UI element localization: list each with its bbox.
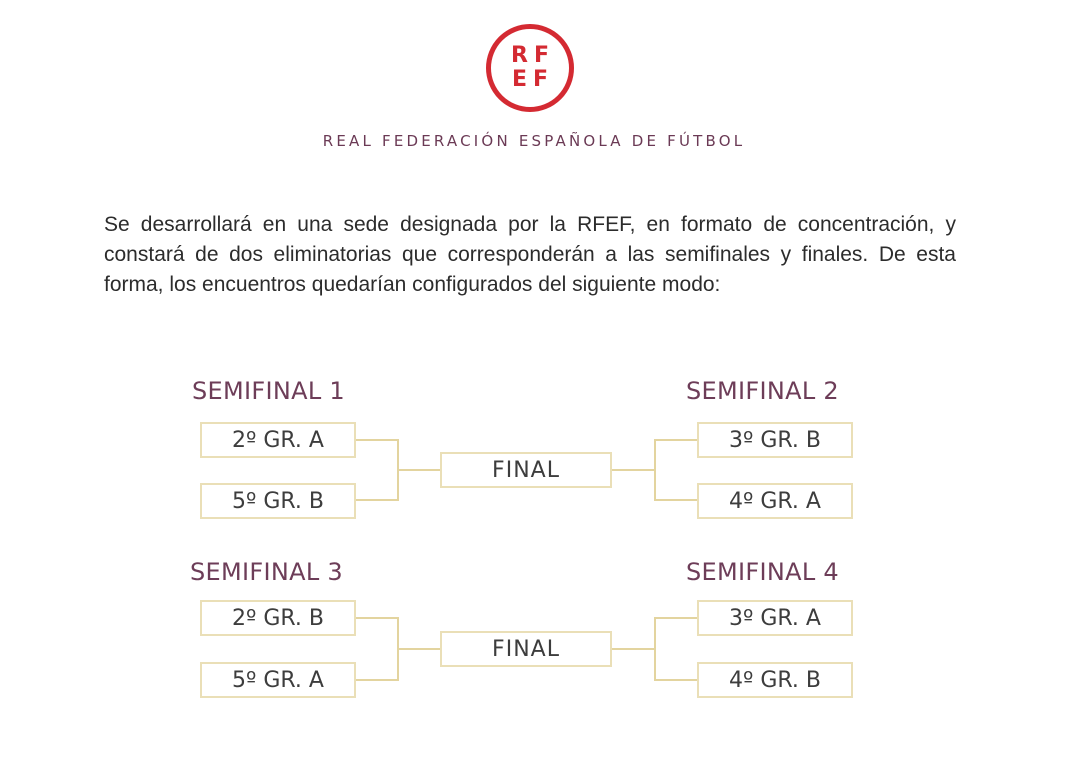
organization-name: REAL FEDERACIÓN ESPAÑOLA DE FÚTBOL: [322, 132, 746, 150]
logo-text-top: RF: [511, 43, 555, 68]
semifinal-4-team-2: 4º GR. B: [697, 662, 853, 698]
logo-text-bottom: EF: [511, 67, 555, 92]
final-1-box: FINAL: [440, 452, 612, 488]
semifinal-3-team-1: 2º GR. B: [200, 600, 356, 636]
semifinal-4-team-1: 3º GR. A: [697, 600, 853, 636]
semifinal-1-team-1: 2º GR. A: [200, 422, 356, 458]
semifinal-3-team-2: 5º GR. A: [200, 662, 356, 698]
semifinal-2-title: SEMIFINAL 2: [686, 377, 840, 405]
final-2-box: FINAL: [440, 631, 612, 667]
semifinal-1-team-2: 5º GR. B: [200, 483, 356, 519]
semifinal-3-title: SEMIFINAL 3: [190, 558, 344, 586]
semifinal-1-title: SEMIFINAL 1: [192, 377, 346, 405]
semifinal-4-title: SEMIFINAL 4: [686, 558, 840, 586]
intro-paragraph: Se desarrollará en una sede designada po…: [104, 213, 956, 296]
semifinal-2-team-2: 4º GR. A: [697, 483, 853, 519]
semifinal-2-team-1: 3º GR. B: [697, 422, 853, 458]
rfef-logo: RF EF: [486, 24, 574, 112]
